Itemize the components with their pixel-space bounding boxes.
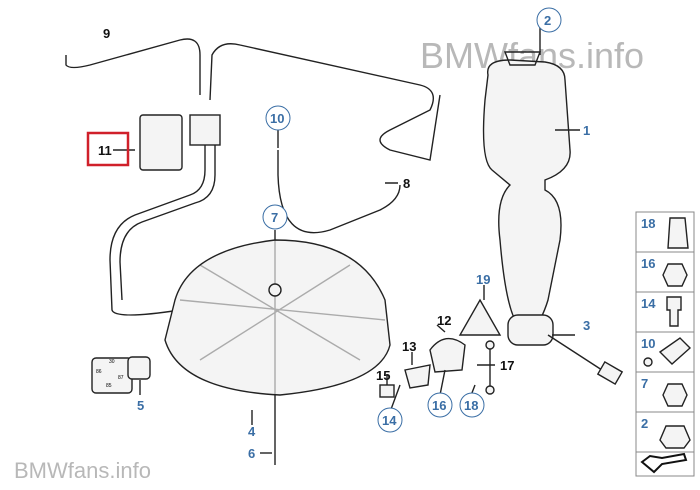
relay-pin-30: 30 (109, 359, 115, 365)
svg-text:16: 16 (641, 256, 655, 271)
clip-nut-icon (667, 217, 689, 249)
highlight-box-11 (86, 131, 130, 167)
svg-text:7: 7 (271, 210, 278, 225)
callout-7: 7 (262, 204, 288, 230)
hex-nut-icon (662, 383, 688, 407)
callout-12: 12 (437, 313, 451, 328)
pipe-8 (277, 150, 401, 234)
callout-4: 4 (248, 424, 256, 439)
arrow-icon (640, 452, 688, 474)
sidebar-item-18[interactable]: 18 (635, 211, 695, 253)
callout-1: 1 (583, 123, 590, 138)
callout-11[interactable]: 11 (98, 143, 112, 158)
callout-10: 10 (265, 105, 291, 131)
svg-text:14: 14 (382, 413, 397, 428)
clip-15 (379, 384, 395, 398)
sidebar-item-7[interactable]: 7 (635, 371, 695, 413)
svg-text:10: 10 (641, 336, 655, 351)
collar-nut-icon (662, 263, 688, 287)
callout-15: 15 (376, 368, 390, 383)
parts-sidebar: 18 16 14 10 7 2 (635, 211, 695, 477)
sidebar-item-2[interactable]: 2 (635, 411, 695, 453)
bracket-12 (429, 337, 466, 373)
relay-pin-86: 86 (96, 369, 102, 375)
callout-14: 14 (377, 407, 403, 433)
flange-nut-icon (659, 425, 691, 449)
relay-pin-85: 85 (106, 383, 112, 389)
warning-triangle-19 (458, 298, 502, 336)
pipe-9 (65, 38, 441, 161)
svg-text:14: 14 (641, 296, 656, 311)
svg-text:7: 7 (641, 376, 648, 391)
svg-text:2: 2 (641, 416, 648, 431)
sidebar-item-14[interactable]: 14 (635, 291, 695, 333)
callout-5: 5 (137, 398, 144, 413)
callout-2: 2 (536, 7, 562, 33)
relay-pin-87: 87 (118, 375, 124, 381)
svg-text:16: 16 (432, 398, 446, 413)
callout-16: 16 (427, 392, 453, 418)
sidebar-item-16[interactable]: 16 (635, 251, 695, 293)
callout-9: 9 (103, 26, 110, 41)
bracket-13 (404, 364, 431, 389)
sidebar-item-10[interactable]: 10 (635, 331, 695, 373)
connector (189, 114, 221, 146)
callout-13: 13 (402, 339, 416, 354)
svg-text:18: 18 (464, 398, 478, 413)
callout-18: 18 (459, 392, 485, 418)
svg-text:2: 2 (544, 13, 551, 28)
callout-6: 6 (248, 446, 255, 461)
svg-text:18: 18 (641, 216, 655, 231)
watermark-bottom: BMWfans.info (14, 458, 151, 483)
bolt-icon (666, 296, 682, 327)
sidebar-arrow-button[interactable] (635, 451, 695, 477)
wiring-harness (109, 130, 216, 316)
svg-text:10: 10 (270, 111, 284, 126)
callout-8: 8 (403, 176, 410, 191)
air-strut (482, 59, 571, 321)
control-unit (139, 114, 183, 171)
callout-17: 17 (500, 358, 514, 373)
callout-3: 3 (583, 318, 590, 333)
callout-19: 19 (476, 272, 490, 287)
fitting-icon (658, 337, 692, 365)
pressure-reservoir (164, 239, 391, 396)
